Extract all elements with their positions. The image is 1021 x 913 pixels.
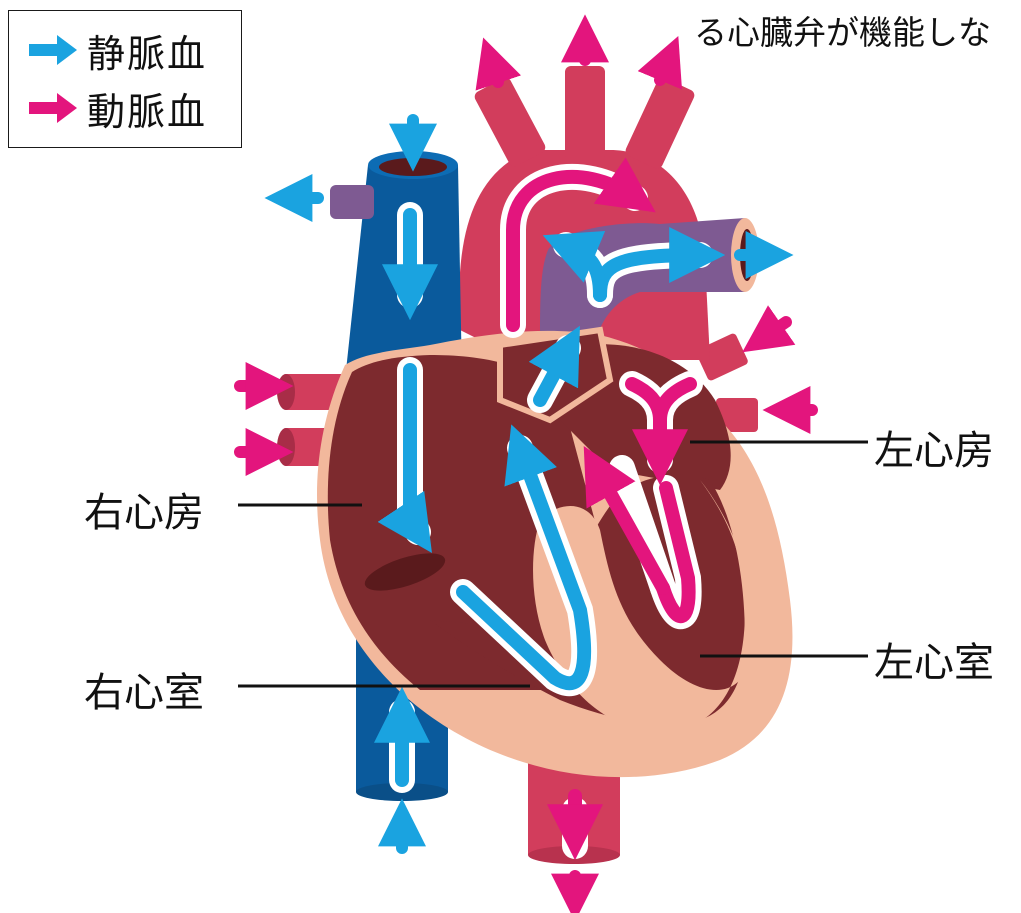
legend-label-arterial: 動脈血 bbox=[87, 81, 207, 136]
legend-label-venous: 静脈血 bbox=[87, 23, 207, 78]
legend-item-arterial: 動脈血 bbox=[27, 83, 207, 133]
label-right-atrium: 右心房 bbox=[84, 480, 204, 538]
label-right-ventricle: 右心室 bbox=[84, 660, 204, 718]
pink-arrow-icon bbox=[27, 91, 79, 125]
label-left-atrium: 左心房 bbox=[874, 418, 994, 476]
blue-arrow-icon bbox=[27, 33, 79, 67]
legend: 静脈血 動脈血 bbox=[8, 10, 242, 148]
legend-item-venous: 静脈血 bbox=[27, 25, 207, 75]
label-left-ventricle: 左心室 bbox=[874, 630, 994, 688]
top-caption-text: る心臓弁が機能しな bbox=[694, 6, 991, 54]
